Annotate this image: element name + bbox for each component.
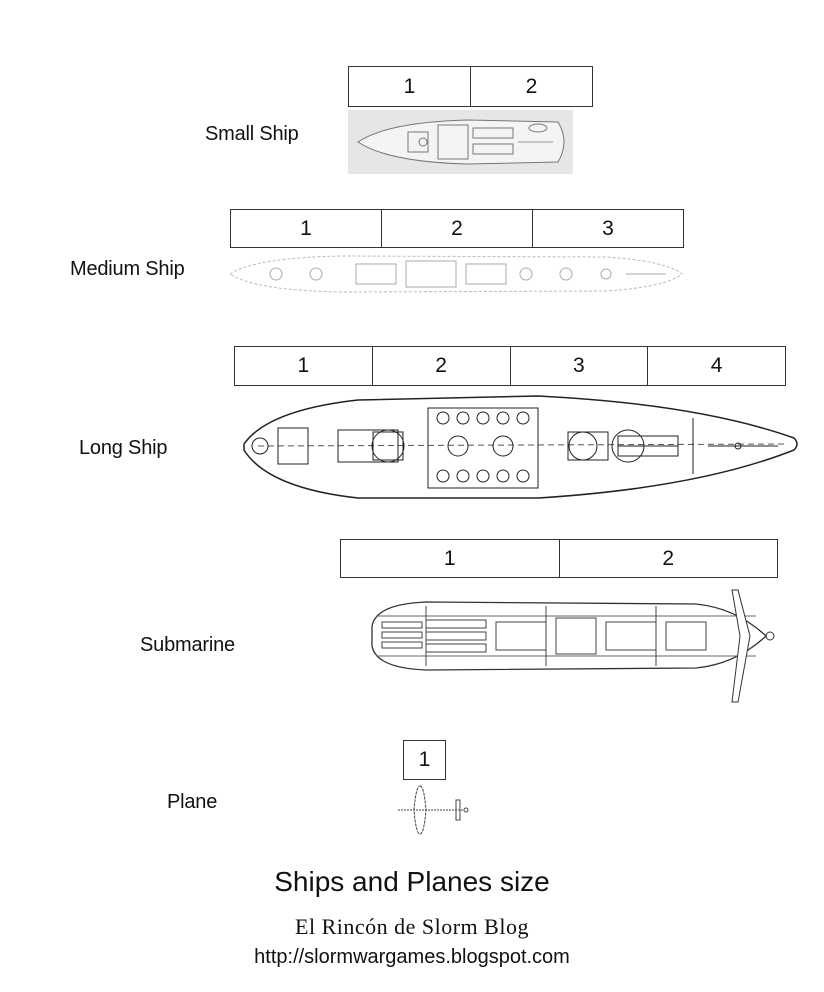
row-label-plane: Plane	[167, 791, 218, 813]
segment-1: 1	[300, 216, 312, 240]
row-label-medium-ship: Medium Ship	[70, 258, 185, 280]
size-grid-medium-ship: 1 2 3	[230, 209, 684, 248]
segment-2: 2	[470, 67, 592, 106]
segment-1: 1	[418, 748, 431, 771]
size-grid-submarine: 1 2	[340, 539, 778, 578]
segment-1: 1	[297, 354, 310, 377]
small-ship-icon	[348, 110, 573, 174]
long-ship-image	[238, 388, 800, 516]
size-grid-plane: 1	[403, 740, 446, 780]
medium-ship-icon	[229, 255, 683, 293]
segment-1: 1	[443, 546, 456, 570]
size-grid-small-ship: 1 2	[348, 66, 593, 107]
medium-ship-image	[226, 251, 686, 297]
segment-3: 3	[509, 347, 648, 385]
blog-url-link[interactable]: http://slormwargames.blogspot.com	[254, 946, 570, 968]
small-ship-image	[348, 110, 573, 174]
segment-2: 2	[371, 347, 510, 385]
row-label-submarine: Submarine	[140, 634, 235, 656]
page-title: Ships and Planes size	[274, 866, 550, 897]
size-grid-long-ship: 1 2 3 4	[234, 346, 786, 386]
segment-3: 3	[532, 210, 683, 247]
segment-2: 2	[558, 540, 778, 577]
row-label-long-ship: Long Ship	[79, 437, 168, 459]
segment-4: 4	[647, 347, 785, 385]
blog-name: El Rincón de Slorm Blog	[295, 914, 529, 939]
battleship-icon	[243, 395, 798, 499]
segment-2: 2	[381, 210, 532, 247]
submarine-icon	[371, 589, 775, 703]
row-label-small-ship: Small Ship	[205, 123, 299, 145]
plane-image	[394, 784, 474, 836]
submarine-image	[366, 586, 782, 706]
plane-icon	[398, 785, 469, 835]
segment-1: 1	[403, 74, 416, 98]
